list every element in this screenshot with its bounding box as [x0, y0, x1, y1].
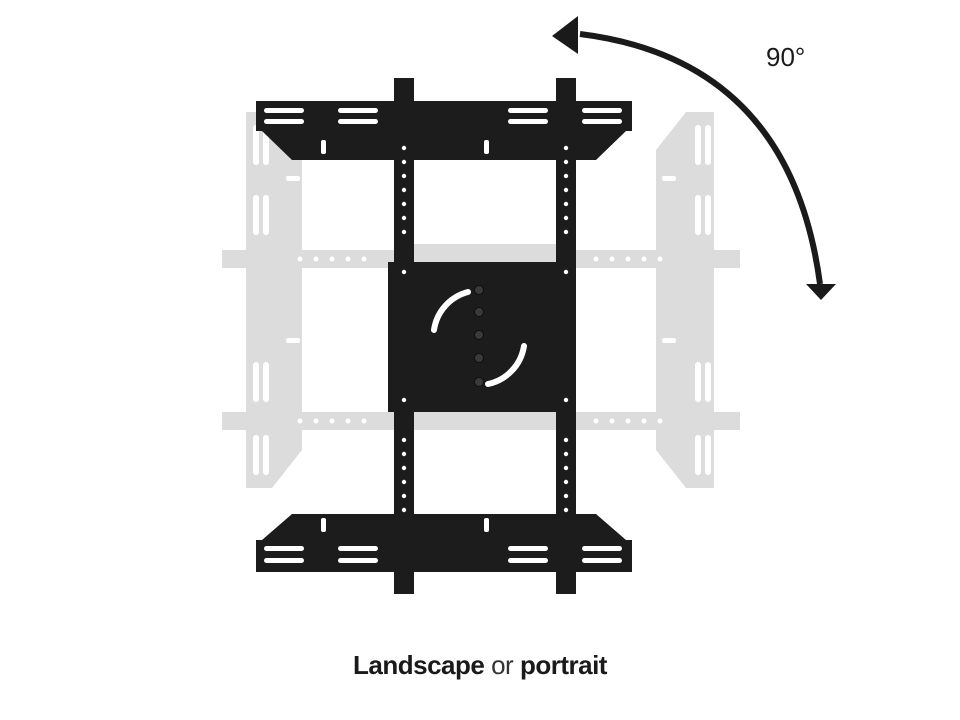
portrait-mount — [256, 78, 632, 594]
ghost-rail-holes — [297, 256, 663, 424]
caption-landscape: Landscape — [353, 650, 485, 680]
curved-rotate-arrow-icon — [552, 16, 836, 300]
rotation-arc-upper — [431, 289, 471, 333]
bracket-slots — [264, 108, 622, 563]
ghost-left-bracket — [246, 112, 302, 488]
ghost-center-plate — [408, 244, 556, 262]
center-bolts — [474, 285, 484, 387]
rotation-arc-lower — [485, 343, 527, 387]
rail-holes — [401, 145, 569, 513]
caption-portrait: portrait — [519, 650, 608, 680]
center-rotation-plate — [388, 262, 558, 412]
caption-connector: or — [491, 650, 514, 680]
ghost-right-bracket — [656, 112, 714, 488]
ghost-slots — [253, 125, 711, 475]
bottom-bracket-lip — [262, 514, 626, 540]
orientation-caption: Landscape or portrait — [0, 650, 960, 681]
rotation-guide — [431, 285, 527, 387]
rotation-angle-label: 90° — [766, 42, 806, 72]
top-bracket-lip — [262, 131, 626, 160]
ghost-bottom-rail — [222, 412, 740, 430]
right-vertical-rail — [556, 78, 576, 594]
